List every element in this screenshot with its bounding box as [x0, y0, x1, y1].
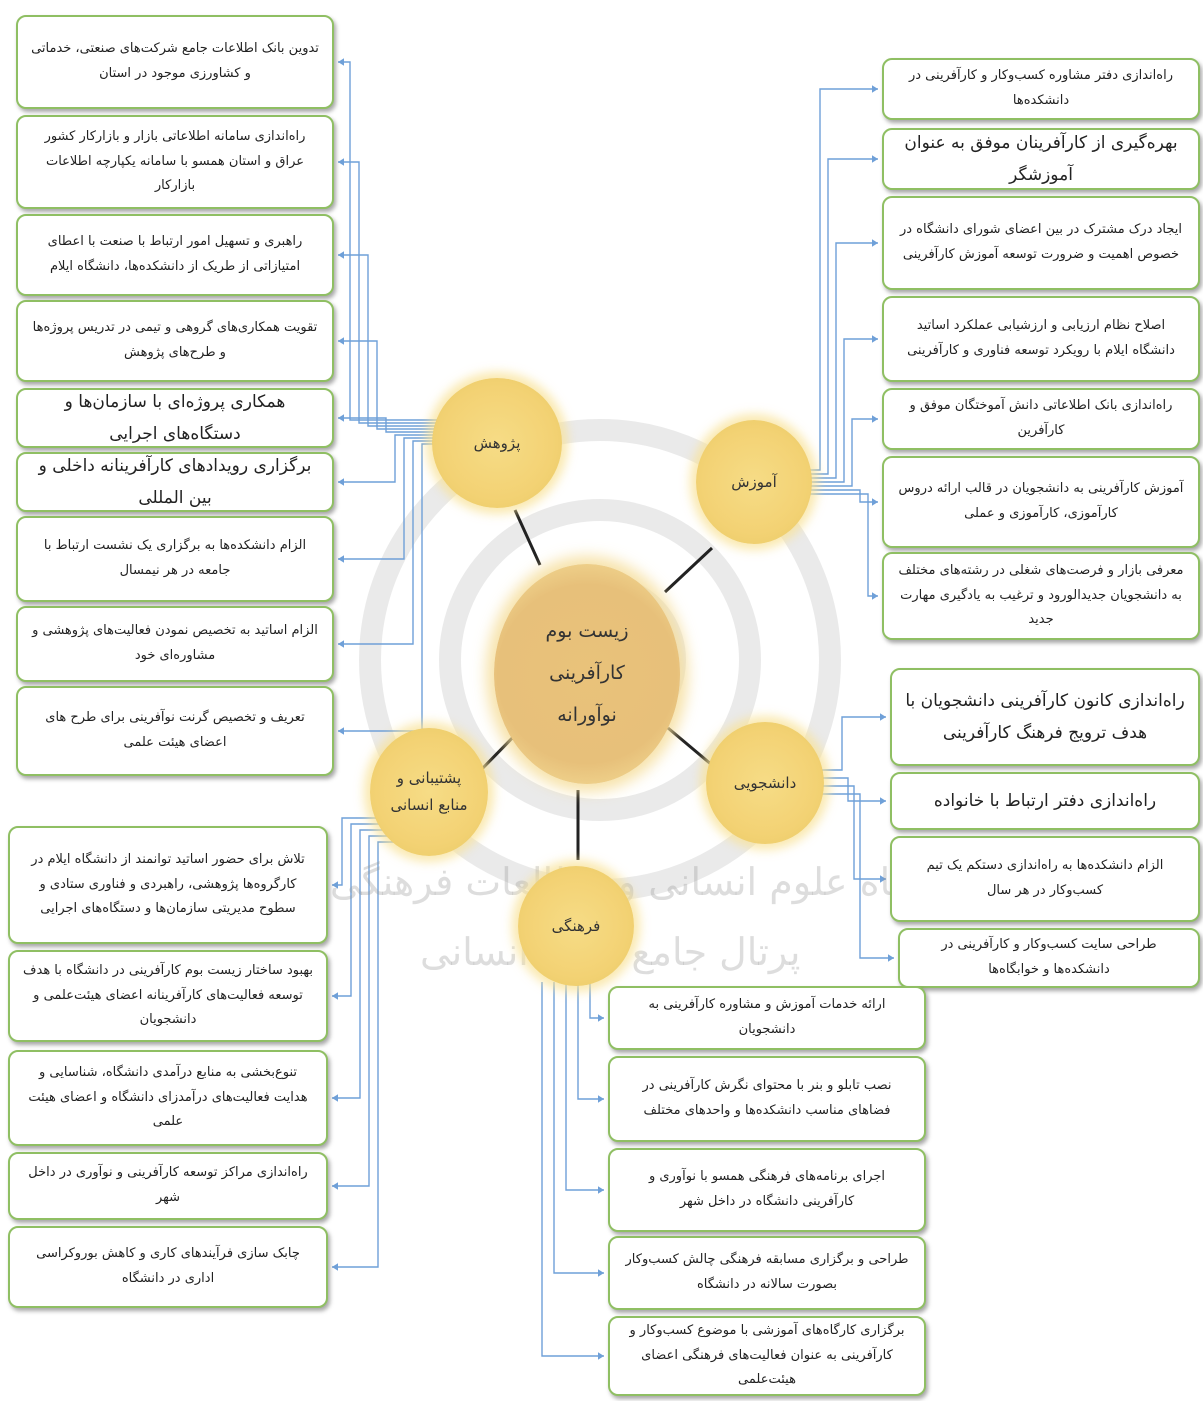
cultural-arrow-1 [598, 1014, 604, 1022]
research-item-4: تقویت همکاری‌های گروهی و تیمی در تدریس پ… [16, 300, 334, 382]
research-item-2: راه‌اندازی سامانه اطلاعاتی بازار و بازار… [16, 115, 334, 209]
research-item-9: تعریف و تخصیص گرنت نوآفرینی برای طرح های… [16, 686, 334, 776]
cultural-item-3: اجرای برنامه‌های فرهنگی همسو با نوآوری و… [608, 1148, 926, 1232]
cultural-item-2: نصب تابلو و بنر با محتوای نگرش کارآفرینی… [608, 1056, 926, 1142]
education-item-3: ایجاد درک مشترک در بین اعضای شورای دانشگ… [882, 196, 1200, 290]
education-item-4: اصلاح نظام ارزیابی و ارزشیابی عملکرد اسا… [882, 296, 1200, 382]
education-arrow-7 [872, 592, 878, 600]
node-cultural: فرهنگی [518, 866, 634, 986]
support-arrow-3 [332, 1094, 338, 1102]
cultural-connector-2 [577, 982, 604, 1100]
education-arrow-5 [872, 415, 878, 423]
node-support: پشتیبانی و منابع انسانی [370, 728, 488, 856]
education-arrow-2 [872, 155, 878, 163]
student-arrow-4 [888, 954, 894, 962]
research-arrow-3 [338, 251, 344, 259]
support-connector-2 [332, 823, 396, 997]
education-connector-3 [790, 242, 878, 479]
node-research: پژوهش [432, 378, 562, 508]
research-connector-1 [338, 61, 470, 421]
cultural-arrow-4 [598, 1269, 604, 1277]
student-arrow-2 [880, 797, 886, 805]
support-item-2: بهبود ساختار زیست بوم کارآفرینی در دانشگ… [8, 950, 328, 1042]
student-connector-2 [800, 777, 886, 802]
research-item-1: تدوین بانک اطلاعات جامع شرکت‌های صنعتی، … [16, 15, 334, 109]
research-connector-4 [338, 340, 470, 430]
cultural-item-4: طراحی و برگزاری مسابقه فرهنگی چالش کسب‌و… [608, 1236, 926, 1310]
cultural-connector-4 [553, 982, 604, 1274]
education-arrow-1 [872, 85, 878, 93]
spoke-student [667, 726, 713, 767]
education-connector-6 [790, 489, 878, 503]
cultural-arrow-2 [598, 1095, 604, 1103]
education-item-2: بهره‌گیری از کارآفرینان موفق به عنوان آم… [882, 128, 1200, 190]
student-item-1: راه‌اندازی کانون کارآفرینی دانشجویان با … [890, 668, 1200, 766]
research-item-6: برگزاری رویدادهای کارآفرینانه داخلی و بی… [16, 452, 334, 512]
support-arrow-2 [332, 992, 338, 1000]
student-connector-3 [800, 785, 886, 880]
support-item-5: چابک سازی فرآیندهای کاری و کاهش بوروکراس… [8, 1226, 328, 1308]
research-arrow-6 [338, 478, 344, 486]
cultural-connector-5 [541, 982, 604, 1357]
education-connector-2 [790, 158, 878, 475]
central-line-1: زیست بوم [545, 620, 629, 643]
education-connector-5 [790, 418, 878, 487]
cultural-connector-3 [565, 982, 604, 1191]
central-node: زیست بوم کارآفرینی نوآورانه [494, 564, 680, 784]
student-item-3: الزام دانشکده‌ها به راه‌اندازی دستکم یک … [890, 836, 1200, 922]
support-arrow-4 [332, 1182, 338, 1190]
research-item-7: الزام دانشکده‌ها به برگزاری یک نشست ارتب… [16, 516, 334, 602]
support-item-3: تنوع‌بخشی به منابع درآمدی دانشگاه، شناسا… [8, 1050, 328, 1146]
support-connector-4 [332, 835, 396, 1187]
research-arrow-4 [338, 337, 344, 345]
support-item-1: تلاش برای حضور اساتید توانمند از دانشگاه… [8, 826, 328, 944]
research-arrow-8 [338, 640, 344, 648]
research-arrow-5 [338, 414, 344, 422]
cultural-arrow-5 [598, 1352, 604, 1360]
student-connector-4 [800, 793, 894, 959]
cultural-connector-1 [589, 982, 604, 1019]
cultural-item-1: ارائه خدمات آموزش و مشاوره کارآفرینی به … [608, 986, 926, 1050]
central-line-2: کارآفرینی [549, 662, 625, 685]
research-arrow-7 [338, 555, 344, 563]
education-connector-4 [790, 338, 878, 483]
education-item-5: راه‌اندازی بانک اطلاعاتی دانش آموختگان م… [882, 388, 1200, 450]
student-arrow-3 [880, 875, 886, 883]
support-item-4: راه‌اندازی مراکز توسعه کارآفرینی و نوآور… [8, 1152, 328, 1220]
research-item-5: همکاری پروژه‌ای با سازمان‌ها و دستگاه‌ها… [16, 388, 334, 448]
support-connector-3 [332, 829, 396, 1099]
education-item-7: معرفی بازار و فرصت‌های شغلی در رشته‌های … [882, 552, 1200, 640]
research-item-3: راهبری و تسهیل امور ارتباط با صنعت با اع… [16, 214, 334, 296]
education-arrow-3 [872, 239, 878, 247]
research-connector-5 [338, 417, 470, 433]
education-item-6: آموزش کارآفرینی به دانشجویان در قالب ارا… [882, 456, 1200, 548]
research-arrow-1 [338, 58, 344, 66]
research-arrow-9 [338, 727, 344, 735]
spoke-research [513, 509, 542, 566]
support-arrow-1 [332, 881, 338, 889]
node-student: دانشجویی [706, 722, 824, 844]
spoke-education [663, 546, 714, 594]
support-connector-5 [332, 841, 396, 1268]
student-arrow-1 [880, 713, 886, 721]
student-item-2: راه‌اندازی دفتر ارتباط با خانواده [890, 772, 1200, 830]
research-arrow-2 [338, 158, 344, 166]
node-education: آموزش [696, 420, 812, 544]
education-connector-1 [790, 88, 878, 471]
education-arrow-6 [872, 498, 878, 506]
cultural-item-5: برگزاری کارگاه‌های آموزشی با موضوع کسب‌و… [608, 1316, 926, 1396]
student-item-4: طراحی سایت کسب‌وکار و کارآفرینی در دانشک… [898, 928, 1200, 988]
cultural-arrow-3 [598, 1186, 604, 1194]
education-item-1: راه‌اندازی دفتر مشاوره کسب‌وکار و کارآفر… [882, 58, 1200, 120]
research-item-8: الزام اساتید به تخصیص نمودن فعالیت‌های پ… [16, 606, 334, 682]
branch-connectors [332, 58, 894, 1360]
education-arrow-4 [872, 335, 878, 343]
research-connector-2 [338, 161, 470, 424]
central-line-3: نوآورانه [557, 703, 617, 726]
support-arrow-5 [332, 1263, 338, 1271]
